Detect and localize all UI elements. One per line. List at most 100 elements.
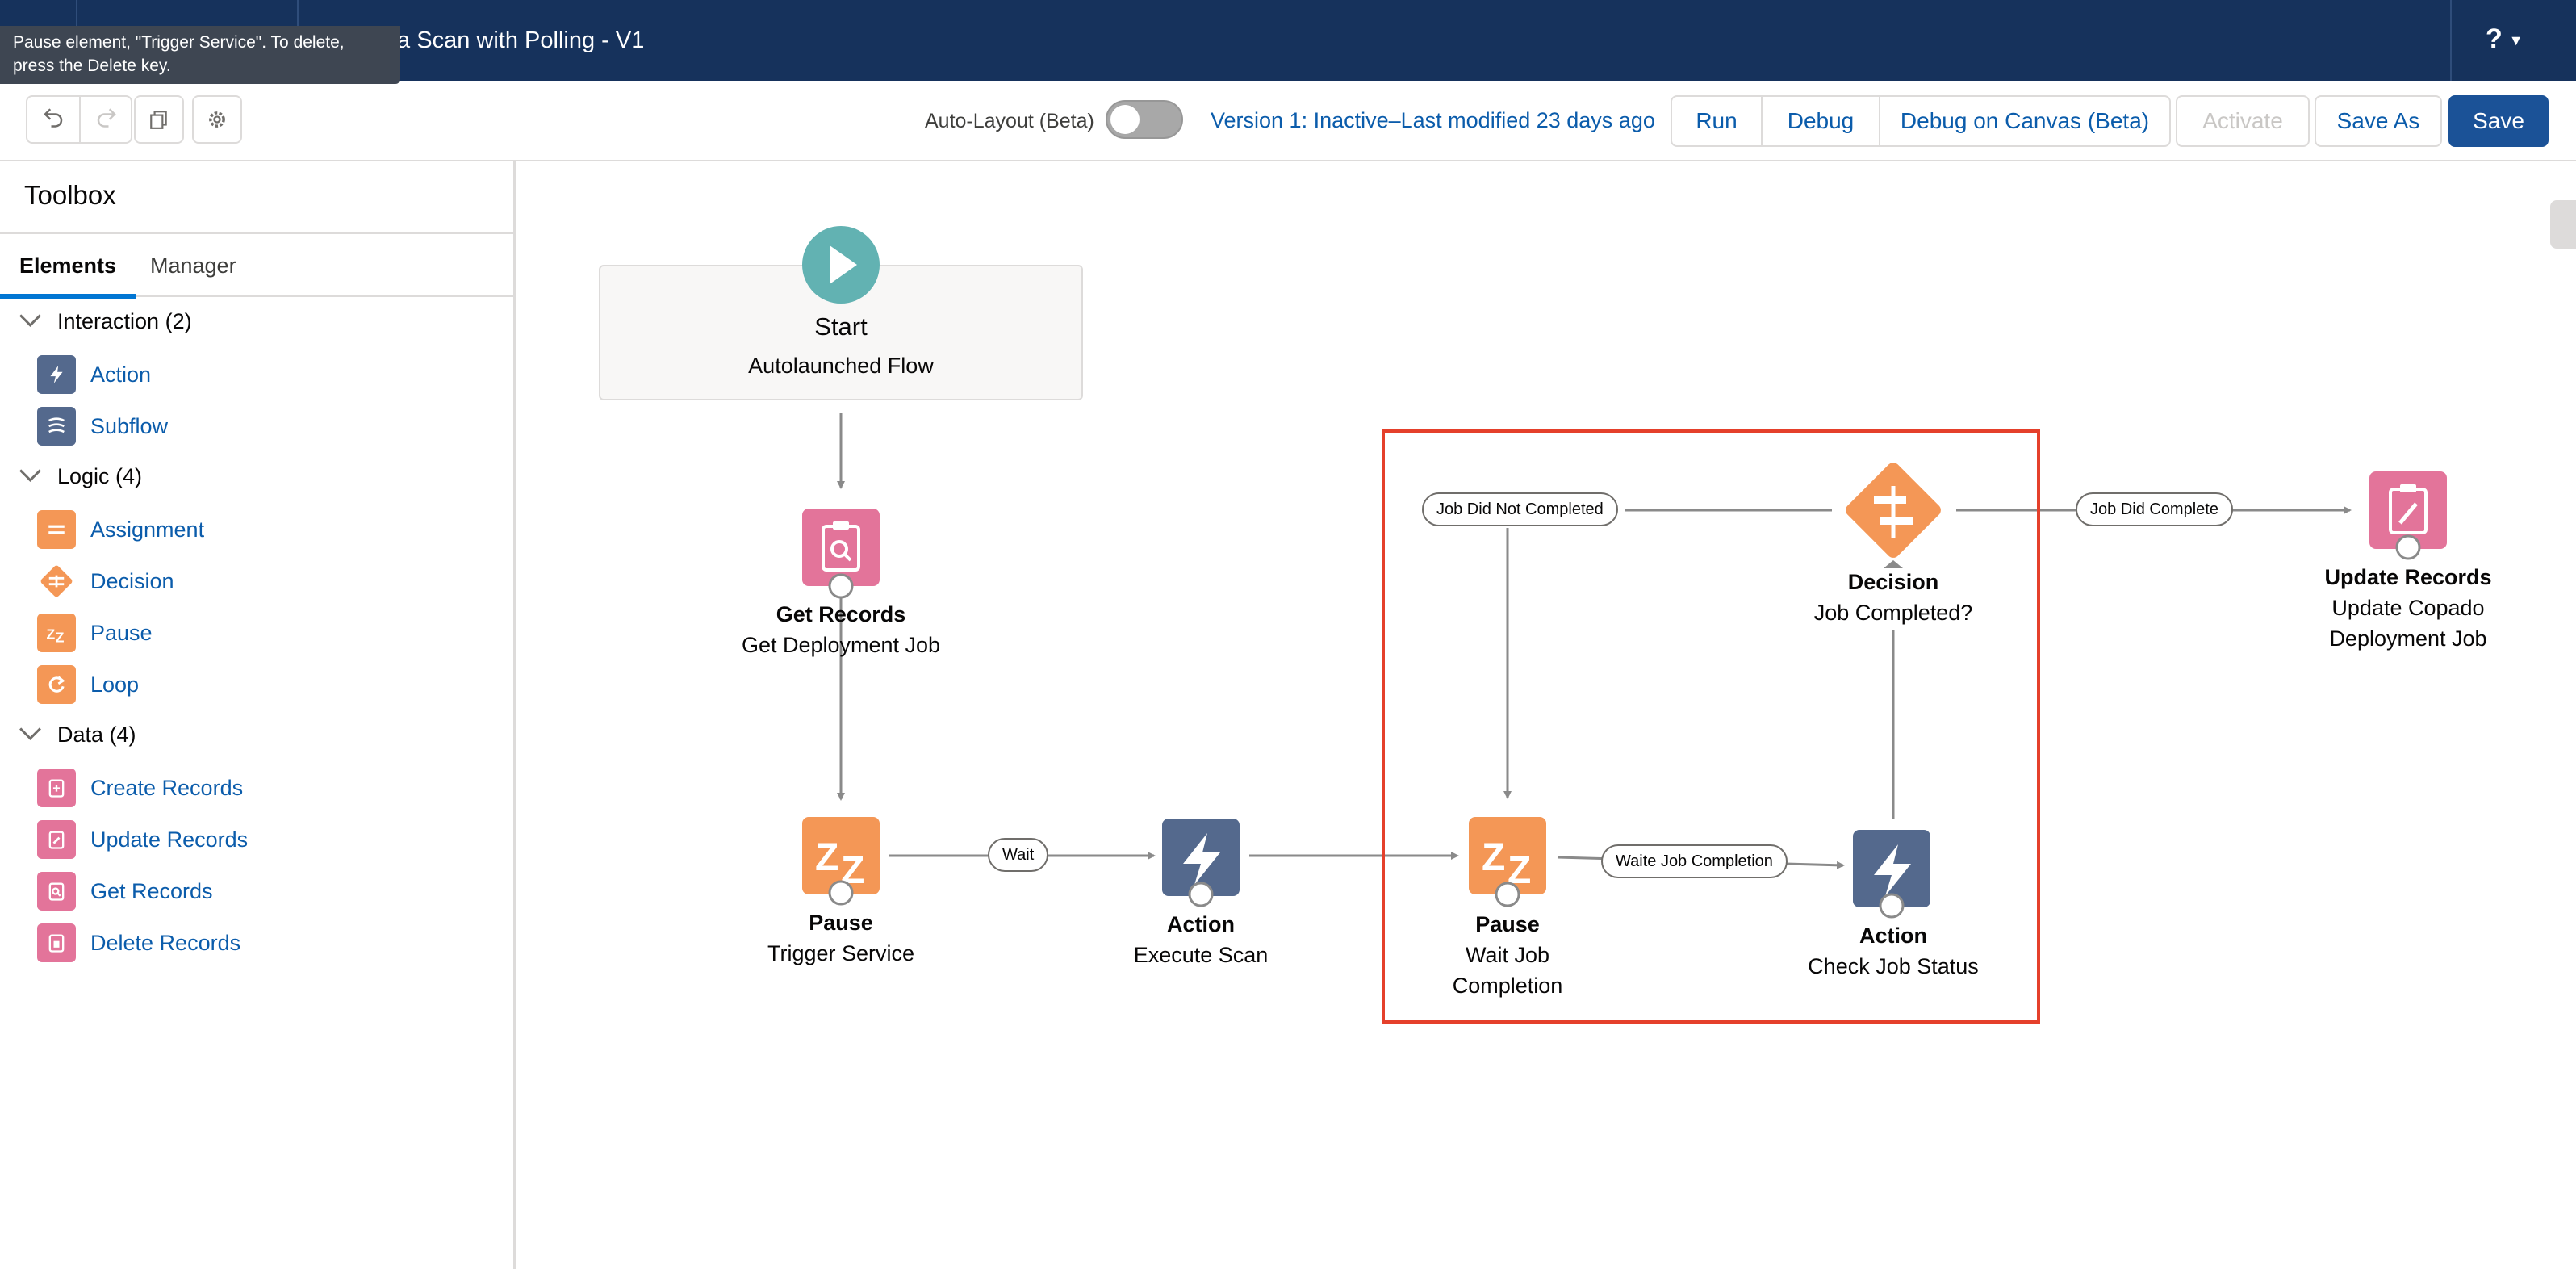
- subflow-icon: [37, 407, 76, 446]
- toolbar: Auto-Layout (Beta) Version 1: Inactive–L…: [0, 81, 2576, 161]
- create-records-icon: [37, 769, 76, 807]
- toolbox-item-label: Create Records: [90, 775, 244, 800]
- copy-icon: [150, 111, 167, 129]
- action1-label: Execute Scan: [1133, 943, 1269, 967]
- get-records-type: Get Records: [776, 602, 906, 626]
- toolbox-item-label: Assignment: [90, 517, 205, 542]
- chevron-down-icon: [19, 460, 41, 482]
- version-info[interactable]: Version 1: Inactive–Last modified 23 day…: [1211, 108, 1655, 132]
- update-records-label-line2: Deployment Job: [2329, 626, 2487, 651]
- connector-label-wait[interactable]: Wait: [988, 838, 1049, 872]
- action2-label: Check Job Status: [1808, 954, 1979, 978]
- get-records-icon: [802, 509, 880, 599]
- toolbox-item-label: Update Records: [90, 827, 249, 852]
- auto-layout-toggle[interactable]: [1106, 100, 1183, 139]
- pause-icon: Z Z: [1469, 817, 1546, 907]
- decision-label: Job Completed?: [1813, 601, 1973, 625]
- save-as-button[interactable]: Save As: [2315, 95, 2442, 147]
- header-divider: [2450, 0, 2452, 81]
- update-records-icon: [2369, 471, 2447, 560]
- start-node-label: Autolaunched Flow: [748, 354, 934, 378]
- toggle-knob: [1110, 105, 1140, 134]
- app-header: ta Scan with Polling - V1 ?▼: [0, 0, 2576, 81]
- toolbox-title: Toolbox: [24, 180, 116, 210]
- update-records-icon: [37, 820, 76, 859]
- start-node-type: Start: [814, 312, 868, 341]
- flow-connectors: Z Z Z Z: [802, 226, 2447, 919]
- settings-button[interactable]: [192, 95, 242, 144]
- svg-text:Z: Z: [815, 836, 838, 879]
- lightning-icon: [1853, 830, 1930, 919]
- connector-label-completed[interactable]: Job Did Complete: [2076, 492, 2233, 526]
- toolbox-item-delete-records[interactable]: Delete Records: [37, 922, 240, 964]
- copy-button[interactable]: [134, 95, 184, 144]
- assignment-icon: [37, 510, 76, 549]
- connector-label-wait-completion[interactable]: Waite Job Completion: [1601, 844, 1788, 878]
- divider: [79, 97, 81, 142]
- selection-highlight: [1382, 429, 2040, 1024]
- section-data[interactable]: Data (4): [19, 718, 136, 749]
- tab-manager[interactable]: Manager: [150, 253, 236, 278]
- section-interaction[interactable]: Interaction (2): [19, 305, 192, 336]
- section-label: Interaction (2): [57, 309, 192, 333]
- delete-records-icon: [37, 923, 76, 962]
- section-logic[interactable]: Logic (4): [19, 460, 143, 491]
- redo-icon[interactable]: [81, 103, 132, 136]
- undo-icon[interactable]: [27, 103, 79, 136]
- toolbox-item-label: Decision: [90, 568, 174, 593]
- svg-text:Z: Z: [47, 626, 56, 643]
- run-debug-group: Run Debug Debug on Canvas (Beta): [1671, 95, 2171, 147]
- svg-text:Z: Z: [56, 629, 65, 645]
- svg-text:Z: Z: [1482, 836, 1505, 879]
- toolbox-item-label: Pause: [90, 620, 153, 645]
- pause1-type: Pause: [809, 911, 873, 935]
- run-button[interactable]: Run: [1672, 97, 1763, 145]
- activate-button[interactable]: Activate: [2176, 95, 2310, 147]
- panel-collapse-handle[interactable]: [2550, 200, 2576, 249]
- toolbox-item-get-records[interactable]: Get Records: [37, 870, 213, 912]
- toolbox-item-update-records[interactable]: Update Records: [37, 819, 248, 861]
- pause2-label-line1: Wait Job: [1465, 943, 1550, 967]
- lightning-icon: [1162, 819, 1240, 907]
- flow-canvas[interactable]: Z Z Z Z: [516, 161, 2576, 1269]
- action1-type: Action: [1167, 912, 1235, 936]
- gear-icon: [209, 111, 225, 128]
- get-records-label: Get Deployment Job: [741, 633, 941, 657]
- connector-label-not-completed[interactable]: Job Did Not Completed: [1422, 492, 1618, 526]
- toolbox-item-assignment[interactable]: Assignment: [37, 509, 204, 551]
- update-records-label-line1: Update Copado: [2331, 596, 2485, 620]
- start-icon: [802, 226, 880, 304]
- auto-layout-label: Auto-Layout (Beta): [925, 110, 1094, 132]
- pause2-label-line2: Completion: [1452, 974, 1563, 998]
- action2-type: Action: [1859, 923, 1927, 948]
- save-button[interactable]: Save: [2448, 95, 2549, 147]
- undo-redo-group: [26, 95, 132, 144]
- update-records-type: Update Records: [2324, 565, 2492, 589]
- flow-title: ta Scan with Polling - V1: [391, 27, 645, 53]
- toolbox-item-subflow[interactable]: Subflow: [37, 405, 168, 447]
- debug-on-canvas-button[interactable]: Debug on Canvas (Beta): [1900, 108, 2150, 133]
- toolbox-item-label: Loop: [90, 672, 140, 697]
- chevron-down-icon: [19, 305, 41, 327]
- toolbox-item-decision[interactable]: Decision: [37, 560, 174, 602]
- toolbox-item-label: Get Records: [90, 878, 213, 903]
- tooltip: Pause element, "Trigger Service". To del…: [0, 26, 400, 84]
- toolbox-item-create-records[interactable]: Create Records: [37, 767, 243, 809]
- section-label: Logic (4): [57, 464, 143, 488]
- decision-type: Decision: [1847, 570, 1939, 594]
- pause2-type: Pause: [1475, 912, 1540, 936]
- tab-elements[interactable]: Elements: [0, 234, 136, 299]
- debug-button[interactable]: Debug: [1763, 97, 1880, 145]
- toolbox-item-label: Subflow: [90, 413, 169, 438]
- toolbox-item-action[interactable]: Action: [37, 354, 151, 396]
- loop-icon: [37, 665, 76, 704]
- help-menu-button[interactable]: ?▼: [2486, 21, 2524, 58]
- toolbox-item-label: Delete Records: [90, 930, 241, 955]
- pause1-label: Trigger Service: [767, 941, 915, 965]
- toolbox-item-loop[interactable]: Loop: [37, 664, 139, 706]
- decision-icon: [37, 562, 76, 601]
- toolbox-item-label: Action: [90, 362, 152, 387]
- get-records-icon: [37, 872, 76, 911]
